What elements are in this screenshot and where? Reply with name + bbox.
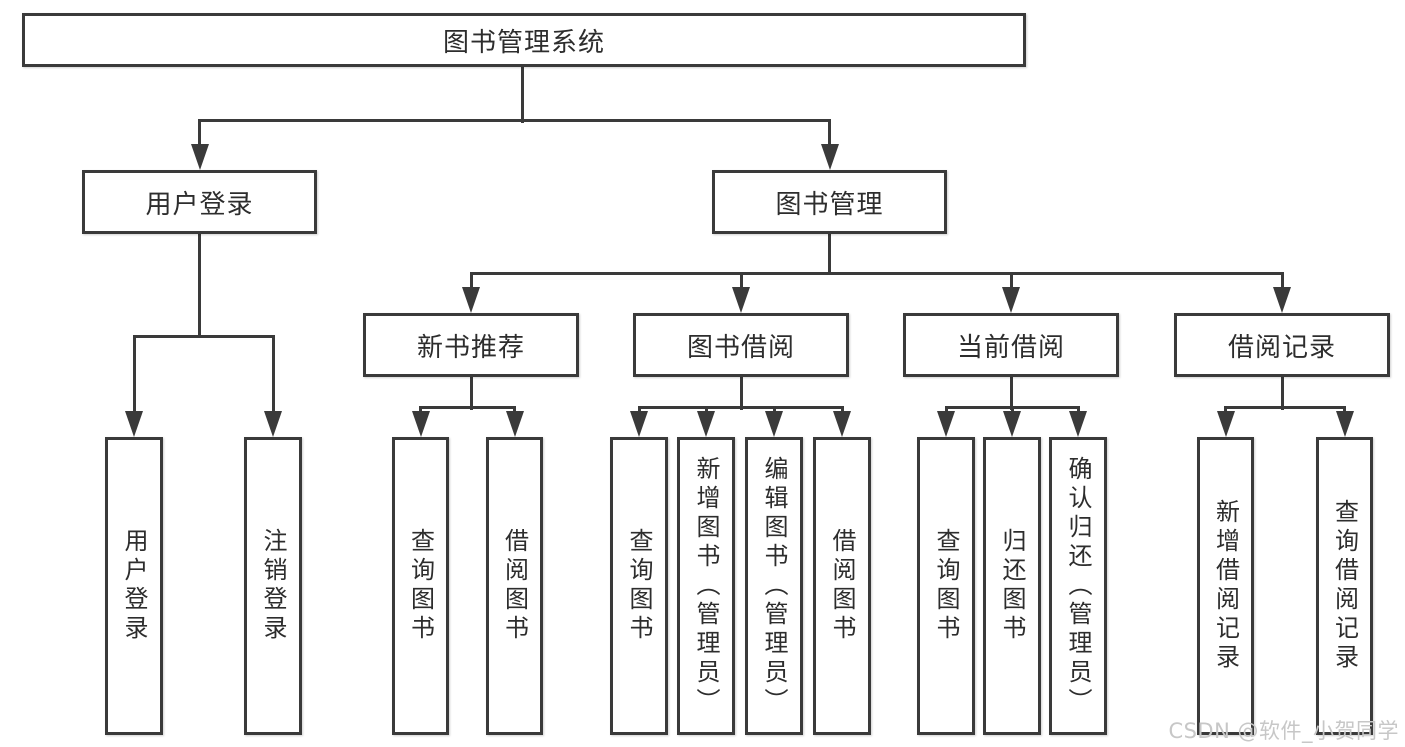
node-label: 新增借阅记录 [1211, 499, 1240, 673]
connector-line [1343, 406, 1346, 414]
leaf-bb-edit-books-admin: 编辑图书（管理员） [745, 437, 803, 735]
connector-line [419, 406, 422, 414]
connector-line [1280, 272, 1284, 291]
connector-line [828, 119, 831, 148]
connector-line [513, 406, 516, 414]
leaf-nbr-query-books: 查询图书 [392, 437, 449, 735]
leaf-bb-add-books-admin: 新增图书（管理员） [677, 437, 735, 735]
arrow-head [732, 287, 750, 313]
connector-line [520, 67, 524, 123]
node-label: 查询借阅记录 [1330, 499, 1359, 673]
node-book-management: 图书管理 [712, 170, 947, 234]
watermark: CSDN @软件_小贺同学 [1168, 719, 1399, 743]
node-book-borrowing: 图书借阅 [633, 313, 849, 377]
arrow-head [264, 411, 282, 437]
node-library-system: 图书管理系统 [22, 13, 1026, 67]
connector-line [1010, 406, 1014, 414]
leaf-bb-query-books: 查询图书 [610, 437, 668, 735]
connector-line [132, 335, 275, 338]
arrow-head [1335, 411, 1354, 437]
arrow-head [833, 411, 851, 437]
node-label: 当前借阅 [956, 332, 1065, 363]
node-label: 借阅图书 [828, 528, 856, 644]
node-label: 图书借阅 [686, 332, 795, 363]
connector-line [469, 272, 473, 291]
node-label: 查询图书 [932, 528, 960, 644]
connector-line [198, 234, 201, 337]
connector-line [739, 377, 743, 410]
arrow-head [1273, 287, 1291, 313]
arrow-head [630, 411, 648, 437]
connector-line [739, 272, 743, 291]
node-label: 借阅记录 [1227, 332, 1336, 363]
connector-line [637, 406, 844, 409]
arrow-head [125, 411, 143, 437]
arrow-head [820, 144, 839, 170]
arrow-head [505, 411, 524, 437]
arrow-head [190, 144, 209, 170]
node-current-borrowing: 当前借阅 [903, 313, 1119, 377]
arrow-head [697, 411, 715, 437]
connector-line [1076, 406, 1080, 414]
arrow-head [1069, 411, 1087, 437]
node-label: 确认归还（管理员） [1064, 455, 1092, 717]
leaf-user-login: 用户登录 [105, 437, 163, 735]
connector-line [1009, 377, 1013, 410]
leaf-bb-borrow-books: 借阅图书 [813, 437, 871, 735]
node-label: 图书管理 [775, 189, 884, 220]
connector-line [637, 406, 641, 414]
leaf-cb-confirm-return-admin: 确认归还（管理员） [1049, 437, 1107, 735]
connector-line [944, 406, 1080, 409]
connector-line [704, 406, 708, 414]
connector-line [132, 335, 136, 413]
node-label: 用户登录 [120, 528, 148, 644]
arrow-head [937, 411, 955, 437]
connector-line [840, 406, 844, 414]
arrow-head [462, 287, 480, 313]
node-label: 查询图书 [625, 528, 653, 644]
node-label: 用户登录 [145, 189, 254, 220]
connector-line [944, 406, 948, 414]
connector-line [1224, 406, 1227, 414]
leaf-br-query-record: 查询借阅记录 [1316, 437, 1373, 735]
connector-line [469, 377, 473, 410]
leaf-nbr-borrow-books: 借阅图书 [486, 437, 543, 735]
leaf-logout-login: 注销登录 [244, 437, 302, 735]
connector-line [1009, 272, 1013, 291]
leaf-br-add-record: 新增借阅记录 [1197, 437, 1254, 735]
connector-line [469, 272, 1284, 275]
arrow-head [1003, 411, 1021, 437]
leaf-cb-return-books: 归还图书 [983, 437, 1041, 735]
connector-line [271, 335, 275, 413]
node-label: 编辑图书（管理员） [760, 455, 788, 717]
connector-line [419, 406, 516, 409]
arrow-head [765, 411, 783, 437]
node-borrowing-records: 借阅记录 [1174, 313, 1390, 377]
node-user-login: 用户登录 [82, 170, 317, 234]
arrow-head [1216, 411, 1235, 437]
node-label: 新增图书（管理员） [692, 455, 720, 717]
connector-line [198, 119, 831, 122]
node-label: 借阅图书 [500, 528, 529, 644]
node-label: 图书管理系统 [442, 27, 605, 58]
arrow-head [1002, 287, 1020, 313]
node-label: 归还图书 [998, 528, 1026, 644]
leaf-cb-query-books: 查询图书 [917, 437, 975, 735]
node-label: 新书推荐 [416, 332, 525, 363]
arrow-head [411, 411, 430, 437]
connector-line [1224, 406, 1346, 409]
node-new-book-recommend: 新书推荐 [363, 313, 579, 377]
node-label: 查询图书 [406, 528, 435, 644]
node-label: 注销登录 [259, 528, 287, 644]
connector-line [772, 406, 776, 414]
connector-line [1280, 377, 1284, 410]
connector-line [828, 234, 831, 275]
connector-line [198, 119, 201, 148]
